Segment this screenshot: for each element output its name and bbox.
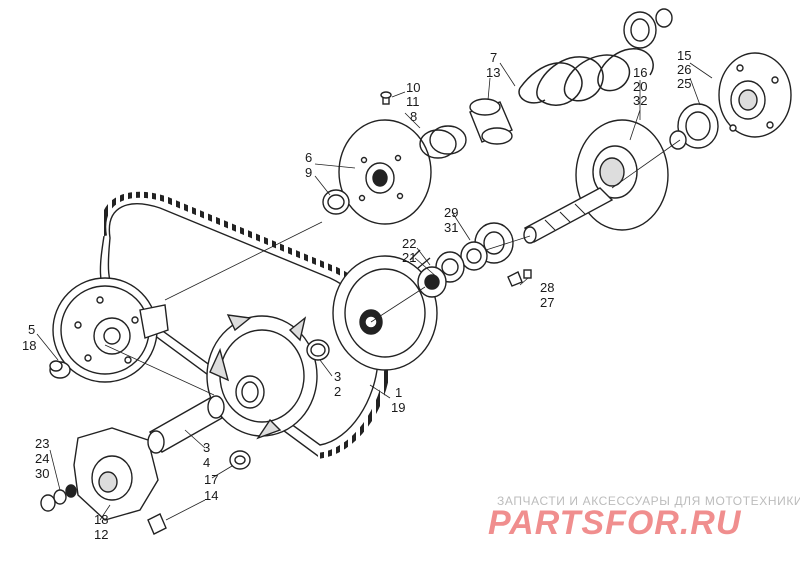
fixed-sheave (338, 119, 432, 225)
callout-1: 1 (395, 385, 402, 400)
callout-12: 12 (94, 527, 108, 542)
slider-block-14 (147, 513, 167, 535)
callout-16: 16 (633, 65, 647, 80)
callout-28: 28 (540, 280, 554, 295)
seal-rings-8 (419, 125, 467, 159)
callout-8: 8 (410, 109, 417, 124)
callout-25: 25 (677, 76, 691, 91)
callout-26: 26 (677, 62, 691, 77)
spacer-sleeve-13 (469, 98, 513, 145)
callout-10: 10 (406, 80, 420, 95)
callout-18-upper: 18 (22, 338, 36, 353)
spacer-ring-2 (306, 339, 330, 361)
drive-flange-plate (52, 277, 169, 383)
callout-17: 17 (204, 472, 218, 487)
bushing-9 (322, 189, 350, 215)
callout-30: 30 (35, 466, 49, 481)
watermark-brand: PARTSFOR.RU (488, 504, 742, 542)
bearing-29-31 (460, 222, 514, 271)
callout-18-lower: 18 (94, 512, 108, 527)
washer-stack-23-24-30 (40, 484, 77, 512)
callout-labels: 7 13 15 26 25 16 20 32 10 11 8 6 9 29 31… (22, 48, 691, 542)
callout-3-upper: 3 (334, 369, 341, 384)
callout-19: 19 (391, 400, 405, 415)
drive-clutch-spider (73, 427, 159, 521)
callout-27: 27 (540, 295, 554, 310)
bushing-17 (229, 450, 251, 470)
callout-11: 11 (406, 94, 420, 109)
callout-2: 2 (334, 384, 341, 399)
driven-clutch-housing (206, 314, 318, 440)
callout-21: 21 (402, 250, 416, 265)
callout-7: 7 (490, 50, 497, 65)
leader-lines (36, 62, 713, 521)
clutch-cup (575, 119, 669, 231)
callout-23: 23 (35, 436, 49, 451)
assembly-axis-lines (104, 139, 681, 396)
bearing-22-21 (417, 251, 465, 298)
callout-4: 4 (203, 455, 210, 470)
callout-24: 24 (35, 451, 49, 466)
callout-9: 9 (305, 165, 312, 180)
spacer-tube-3-4 (147, 395, 225, 454)
callout-5: 5 (28, 322, 35, 337)
bearing-25 (669, 103, 719, 150)
splined-shaft (523, 187, 614, 244)
callout-13: 13 (486, 65, 500, 80)
roller-bushing-18 (49, 360, 71, 379)
callout-3-lower: 3 (203, 440, 210, 455)
callout-29: 29 (444, 205, 458, 220)
spring-seat-15 (623, 8, 673, 49)
watermark-tagline: ЗАПЧАСТИ И АКСЕССУАРЫ ДЛЯ МОТОТЕХНИКИ (497, 494, 800, 508)
callout-31: 31 (444, 220, 458, 235)
callout-20: 20 (633, 79, 647, 94)
clutch-spring-7 (518, 47, 654, 106)
bolt-10-11 (380, 91, 392, 105)
callout-14: 14 (204, 488, 218, 503)
callout-6: 6 (305, 150, 312, 165)
callout-15: 15 (677, 48, 691, 63)
callout-32: 32 (633, 93, 647, 108)
one-way-clutch-assembly (718, 52, 792, 138)
callout-22: 22 (402, 236, 416, 251)
